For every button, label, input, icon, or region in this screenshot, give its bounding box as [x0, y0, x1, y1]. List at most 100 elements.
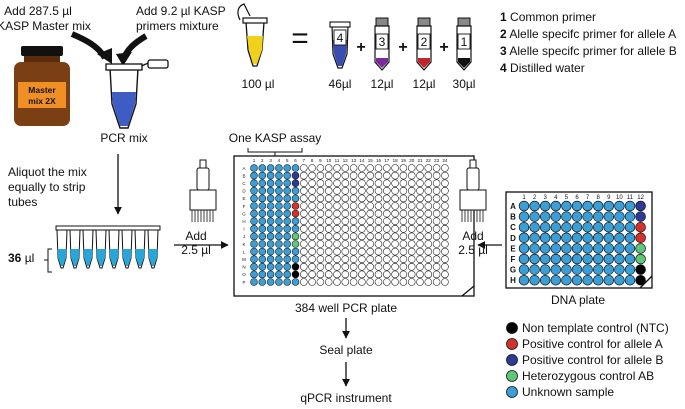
plate-384-well: [341, 171, 350, 180]
plate-384-well: [441, 171, 449, 180]
plate-384-well: [441, 194, 449, 203]
plate-384-row-label: K: [242, 242, 245, 247]
dna-plate-row-label: G: [510, 266, 516, 275]
plate-384-well: [333, 187, 341, 195]
plate-384-well: [349, 247, 358, 256]
plate-384-well: [275, 240, 283, 248]
legend-swatch-ctrlA: [506, 338, 518, 350]
plate-384-well: [341, 232, 350, 241]
plate-384-well: [416, 270, 424, 279]
plate-384-well: [416, 263, 424, 271]
plate-384-well: [441, 255, 449, 263]
plate-384-well: [441, 164, 449, 172]
plate-384-well: [416, 217, 424, 225]
dna-plate-well: [592, 253, 604, 265]
dna-plate-well: [603, 200, 615, 212]
plate-384-well: [291, 171, 300, 180]
plate-384-col-label: 9: [319, 158, 322, 163]
plate-384-well: [258, 240, 267, 248]
plate-384-well: [250, 255, 258, 263]
plate-384-well: [407, 225, 416, 233]
dna-plate-well: [603, 253, 615, 265]
plate-384-well: [250, 202, 258, 210]
plate-384-well: [291, 164, 300, 172]
plate-384-well: [383, 194, 391, 203]
dna-plate-well: [529, 243, 540, 254]
dna-plate-well: [603, 243, 615, 254]
plate-384-well: [374, 278, 383, 286]
plate-384-col-label: 1: [253, 158, 256, 163]
dna-plate-col-label: 9: [607, 195, 611, 201]
plate-384-well: [324, 247, 333, 256]
plate-384-well: [283, 263, 291, 271]
plate-384-well: [266, 232, 275, 241]
plate-384-well: [258, 202, 267, 210]
pcr-mix-tube-icon: [105, 59, 169, 129]
dna-plate-well: [614, 211, 625, 222]
plate-384-well: [366, 278, 374, 286]
plate-384-well: [291, 217, 300, 225]
dna-plate-well: [582, 221, 593, 233]
plate-384-col-label: 16: [376, 158, 382, 163]
plate-384-well: [300, 225, 308, 233]
plate-384-well: [432, 164, 441, 172]
dna-plate-well: [592, 274, 604, 286]
plate-384-well: [358, 194, 366, 203]
plate-384-well: [424, 270, 433, 279]
dna-plate-well: [603, 211, 615, 222]
dna-plate-col-label: 5: [565, 195, 569, 201]
plate-384-well: [324, 179, 333, 187]
plate-384-well: [441, 217, 449, 225]
plate-384-well: [308, 263, 316, 271]
dna-plate-well: [614, 200, 625, 212]
plate-384-well: [316, 171, 325, 180]
master-mix-label-line1: Add 287.5 µl: [4, 4, 72, 18]
dna-plate-well: [561, 243, 572, 254]
dna-plate-well: [582, 232, 593, 244]
plate-384-well: [383, 202, 391, 210]
plate-384-well: [291, 194, 300, 203]
plate-384-well: [275, 232, 283, 241]
plate-384-well: [391, 179, 399, 187]
plate-384-well: [283, 240, 291, 248]
plate-384-row-label: O: [242, 272, 246, 277]
plate-384-well: [300, 171, 308, 180]
plate-384-well: [366, 247, 374, 256]
plate-384-well: [341, 217, 350, 225]
plate-384-well: [275, 270, 283, 279]
plate-384-well: [374, 225, 383, 233]
plate-384-well: [432, 171, 441, 180]
plate-384-well: [341, 209, 350, 218]
plate-384-row-label: D: [242, 189, 246, 194]
dna-plate-well: [539, 253, 551, 265]
dna-plate-well: [518, 264, 530, 275]
primers-label-line2: primers mixture: [136, 19, 219, 33]
plate-384-well: [266, 202, 275, 210]
plate-384-well: [250, 209, 258, 218]
plate-384-well: [308, 164, 316, 172]
plate-384-well: [366, 225, 374, 233]
plate-384-well: [283, 217, 291, 225]
plate-384-well: [399, 225, 408, 233]
plate-384-well: [308, 240, 316, 248]
dna-plate-well: [550, 211, 562, 222]
plate-384-well: [291, 263, 300, 271]
plate-384-well: [391, 209, 399, 218]
plate-384-well: [341, 187, 350, 195]
plate-384-well: [300, 270, 308, 279]
equals-sign: =: [291, 22, 309, 55]
primer-tube-4-number: 4: [337, 31, 344, 45]
dna-plate-well: [529, 200, 540, 212]
plate-384-well: [349, 194, 358, 203]
primer-tube-1-volume: 30µl: [453, 77, 476, 91]
dna-plate-col-label: 8: [597, 195, 601, 201]
master-mix-bottle-icon: Master mix 2X: [14, 46, 70, 126]
plate-384-well: [283, 247, 291, 256]
plate-384-well: [432, 194, 441, 203]
dna-plate-well: [592, 232, 604, 244]
dna-plate-row-label: C: [510, 223, 516, 232]
plate-384-well: [391, 194, 399, 203]
plate-384-well: [266, 217, 275, 225]
legend-swatch-ntc: [506, 322, 518, 334]
